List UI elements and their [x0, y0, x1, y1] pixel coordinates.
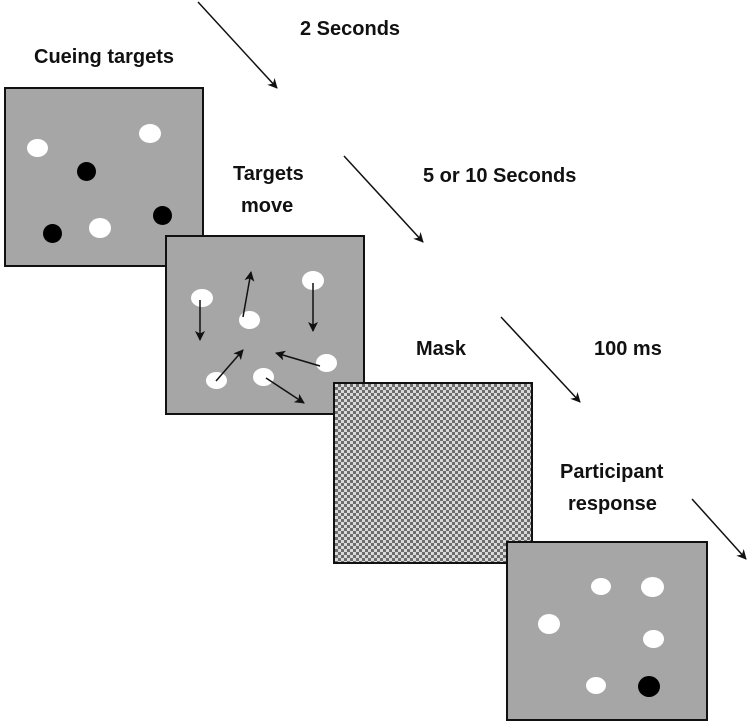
- white-dot: [27, 139, 48, 157]
- white-dot: [89, 218, 111, 238]
- white-dot: [239, 311, 260, 329]
- white-dot: [139, 124, 161, 143]
- white-dot: [641, 577, 664, 597]
- stage-label-targets-move-line2: move: [241, 195, 294, 217]
- time-arrow-1: [197, 1, 278, 89]
- time-arrow-4: [691, 498, 747, 560]
- panel-mask: [333, 382, 533, 564]
- white-dot: [253, 368, 274, 386]
- white-dot: [586, 677, 606, 694]
- white-dot: [643, 630, 664, 648]
- stage-label-targets-move-line1: Targets: [233, 163, 304, 185]
- stage-label-mask: Mask: [416, 338, 467, 360]
- time-arrow-2: [343, 155, 424, 243]
- panel-participant-response: [506, 541, 708, 721]
- stage-duration-2-seconds: 2 Seconds: [300, 18, 401, 40]
- black-dot: [77, 162, 96, 181]
- stage-label-cueing-targets: Cueing targets: [34, 46, 175, 68]
- white-dot: [538, 614, 560, 634]
- stage-duration-5-or-10-seconds: 5 or 10 Seconds: [423, 165, 577, 187]
- motion-arrow-up-right: [215, 349, 244, 382]
- stage-label-participant-response-line2: response: [568, 493, 657, 515]
- black-dot: [638, 676, 660, 697]
- white-dot: [191, 289, 213, 307]
- black-dot: [153, 206, 172, 225]
- white-dot: [302, 271, 324, 290]
- black-dot: [43, 224, 62, 243]
- motion-arrow-down-right-2: [265, 377, 305, 404]
- white-dot: [316, 354, 337, 372]
- motion-arrow-up: [242, 271, 255, 318]
- white-dot: [591, 578, 611, 595]
- stage-label-participant-response-line1: Participant: [560, 461, 664, 483]
- motion-arrow-left: [275, 350, 321, 367]
- time-arrow-3: [500, 316, 581, 403]
- stage-duration-100-ms: 100 ms: [594, 338, 662, 360]
